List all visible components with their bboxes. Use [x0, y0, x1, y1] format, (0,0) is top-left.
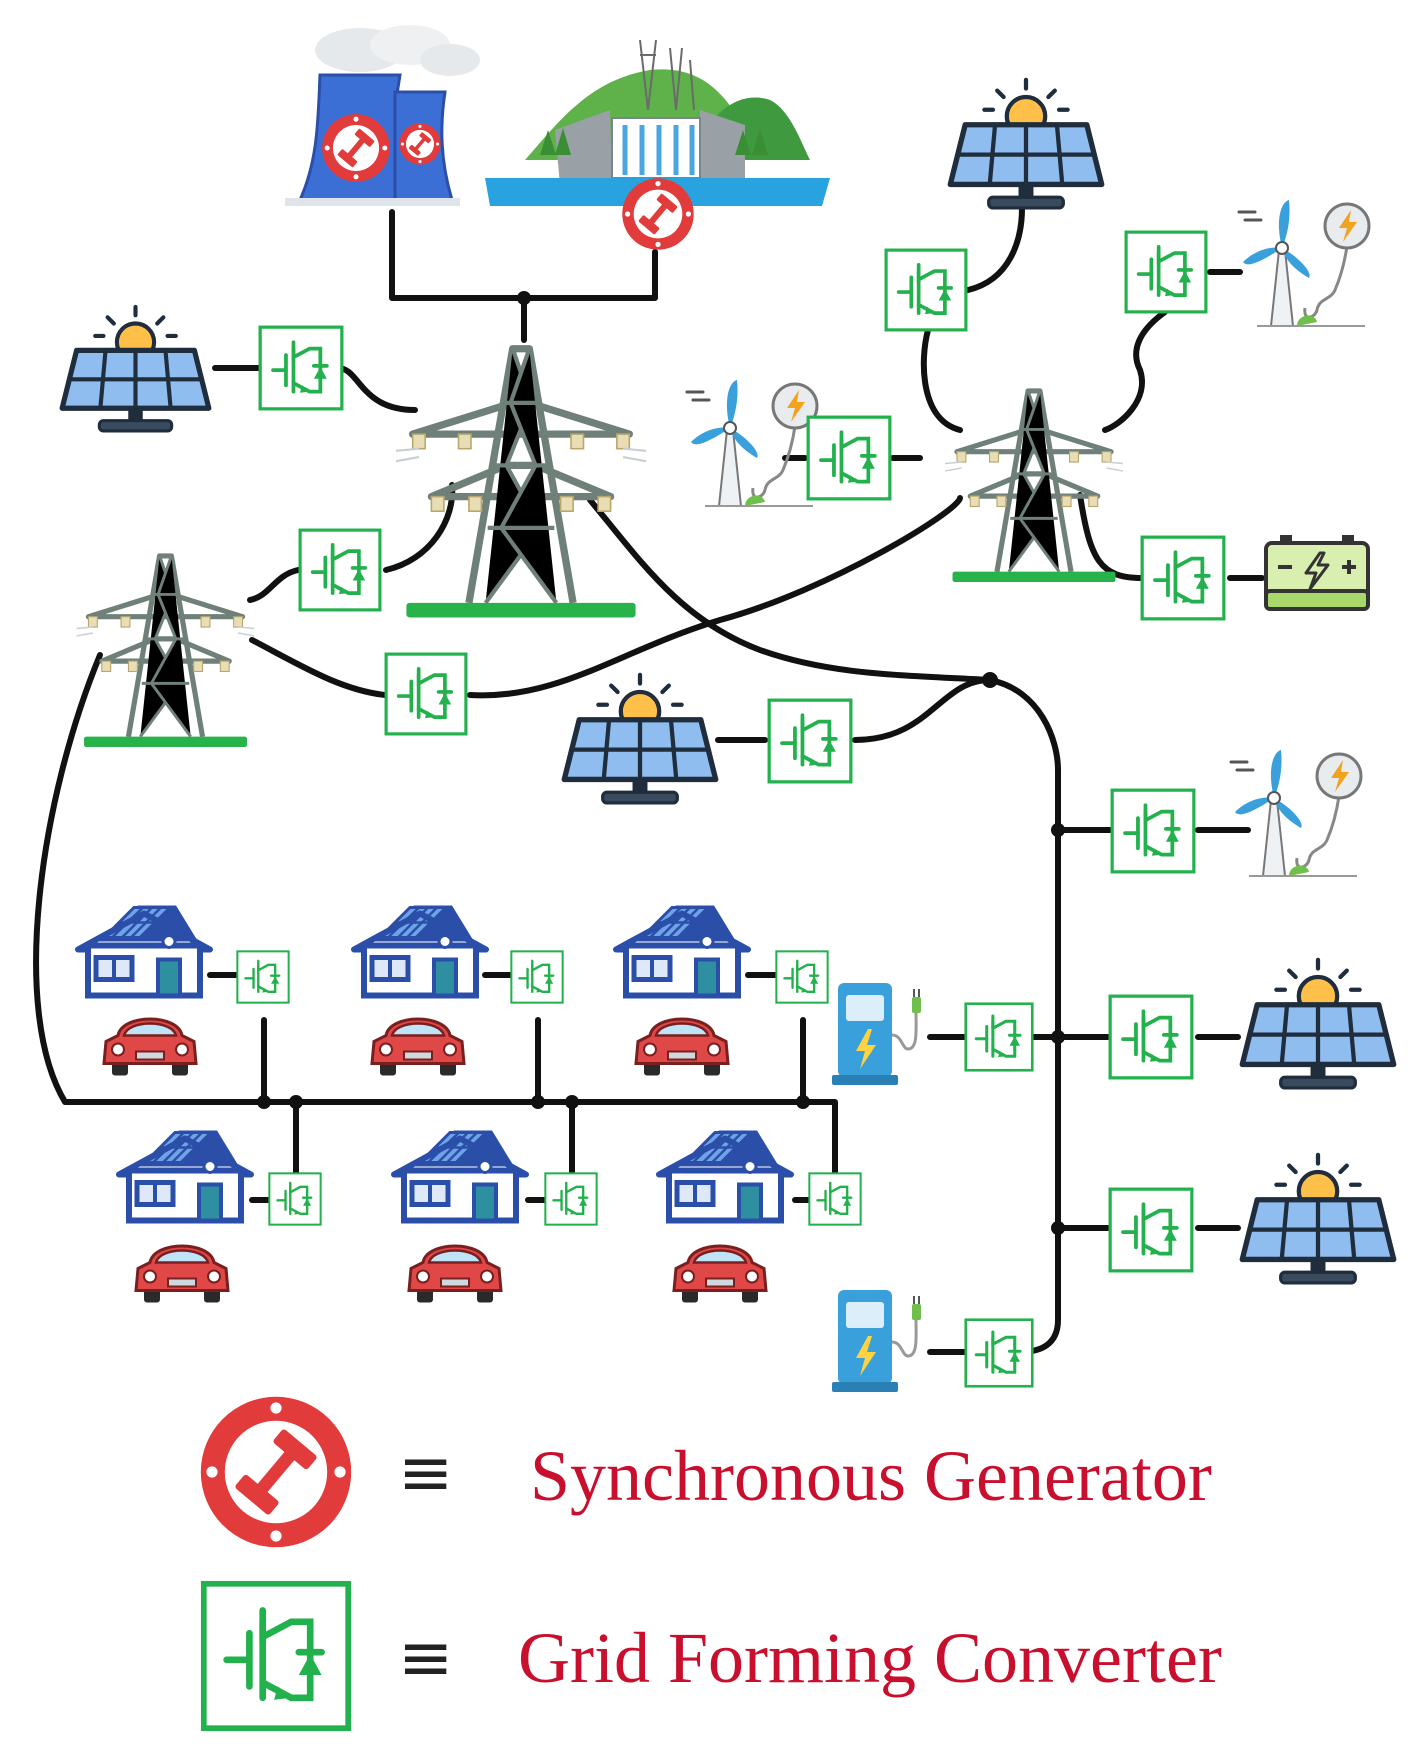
solar-house-icon — [354, 906, 486, 996]
converter-icon — [1110, 788, 1196, 874]
solar-panel-icon — [564, 675, 715, 803]
converter-icon — [775, 950, 829, 1004]
car-icon — [672, 1244, 768, 1305]
converter-icon — [236, 950, 290, 1004]
equivalence-symbol: ≡ — [398, 1619, 454, 1696]
solar-house-icon — [394, 1131, 526, 1221]
converter-icon — [808, 1172, 862, 1226]
junctions — [257, 291, 1065, 1235]
converter-icon — [510, 950, 564, 1004]
solar-house-icon — [659, 1131, 791, 1221]
car-icon — [407, 1244, 503, 1305]
hydro-dam-icon — [485, 39, 830, 250]
converter-icon — [268, 1172, 322, 1226]
car-icon — [370, 1017, 466, 1078]
converter-icon — [806, 415, 892, 501]
converter-icon — [1110, 996, 1192, 1078]
car-icon — [102, 1017, 198, 1078]
converter-icon — [544, 1172, 598, 1226]
solar-panel-icon — [1242, 960, 1393, 1088]
converter-icon — [258, 325, 344, 411]
wind-turbine-icon — [685, 378, 819, 508]
ev-charger-icon — [832, 1288, 923, 1394]
solar-house-icon — [616, 906, 748, 996]
converter-icon — [204, 1584, 348, 1728]
synchronous-generator-icon — [200, 1396, 352, 1548]
car-icon — [634, 1017, 730, 1078]
converter-icon — [964, 1318, 1034, 1388]
converter-icon — [767, 698, 853, 784]
converter-icon — [884, 248, 968, 332]
solar-panel-icon — [1242, 1155, 1393, 1283]
solar-panel-icon — [950, 80, 1101, 208]
wind-turbine-icon — [1229, 748, 1363, 878]
converter-icon — [298, 528, 382, 612]
converter-icon — [1140, 535, 1226, 621]
converter-icon — [1110, 1189, 1192, 1271]
transmission-tower-icon — [396, 349, 646, 618]
ev-charger-icon — [832, 981, 923, 1087]
equivalence-symbol: ≡ — [398, 1434, 454, 1511]
solar-panel-icon — [62, 307, 209, 431]
nuclear-plant-icon — [285, 25, 480, 206]
car-icon — [134, 1244, 230, 1305]
wires — [33, 205, 1265, 1355]
legend-label-synchronous-generator: Synchronous Generator — [530, 1436, 1212, 1516]
solar-house-icon — [119, 1131, 251, 1221]
wind-turbine-icon — [1237, 198, 1371, 328]
converter-icon — [384, 652, 468, 736]
transmission-tower-icon — [77, 556, 255, 747]
converter-icon — [1124, 230, 1208, 314]
solar-house-icon — [78, 906, 210, 996]
converter-icon — [964, 1002, 1034, 1072]
legend-label-grid-forming-converter: Grid Forming Converter — [518, 1618, 1222, 1698]
battery-icon — [1266, 535, 1368, 609]
